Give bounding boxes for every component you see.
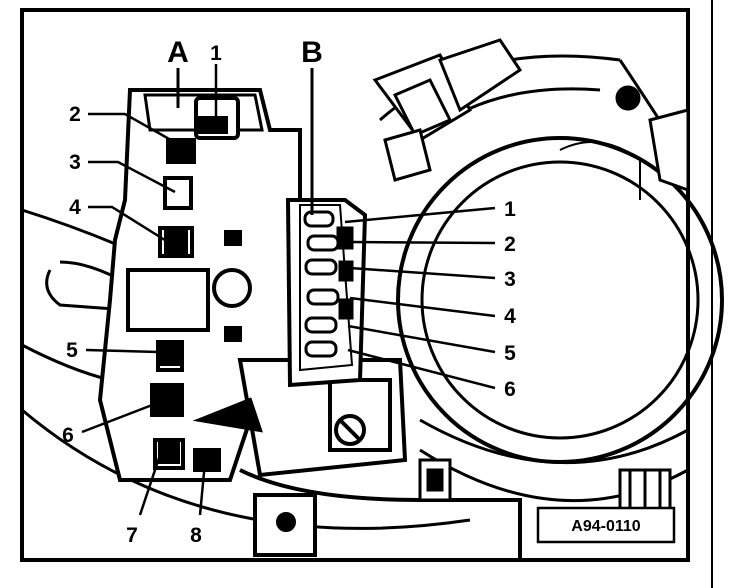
hub-brackets [372, 38, 690, 193]
pin-a-4-label: 4 [69, 196, 81, 219]
pin-a-3-label: 3 [69, 151, 81, 174]
figure-ref-box: A94-0110 [536, 506, 676, 544]
connector-b-labels: 1 2 3 4 5 6 [504, 198, 516, 401]
center-block [192, 358, 522, 560]
pin-b-6-label: 6 [504, 378, 516, 401]
connector-b-contacts [303, 210, 354, 358]
pin-b-1-label: 1 [504, 198, 516, 221]
connector-a-title: A [167, 36, 189, 108]
pin-b-4-label: 4 [504, 305, 516, 328]
connector-b-letter: B [301, 36, 323, 69]
pin-a-7-label: 7 [126, 524, 138, 547]
connector-b-title: B [301, 36, 323, 215]
pin-a-1-label: 1 [210, 42, 222, 65]
pin-b-2-label: 2 [504, 233, 516, 256]
lower-right-parts [418, 458, 672, 512]
pin-b-3-label: 3 [504, 268, 516, 291]
pin-a-5-label: 5 [66, 339, 78, 362]
connector-a-labels: 1 2 3 4 5 6 7 8 [62, 42, 222, 547]
pin-b-5-label: 5 [504, 342, 516, 365]
connector-b-callouts [344, 206, 496, 390]
connector-a-housing [97, 88, 302, 482]
connector-a-letter: A [167, 36, 189, 69]
figure-ref: A94-0110 [571, 518, 640, 535]
pin-a-2-label: 2 [69, 103, 81, 126]
pin-a-6-label: 6 [62, 424, 74, 447]
connector-a-callouts [81, 64, 218, 516]
frame [20, 8, 690, 562]
pin-a-8-label: 8 [190, 524, 202, 547]
